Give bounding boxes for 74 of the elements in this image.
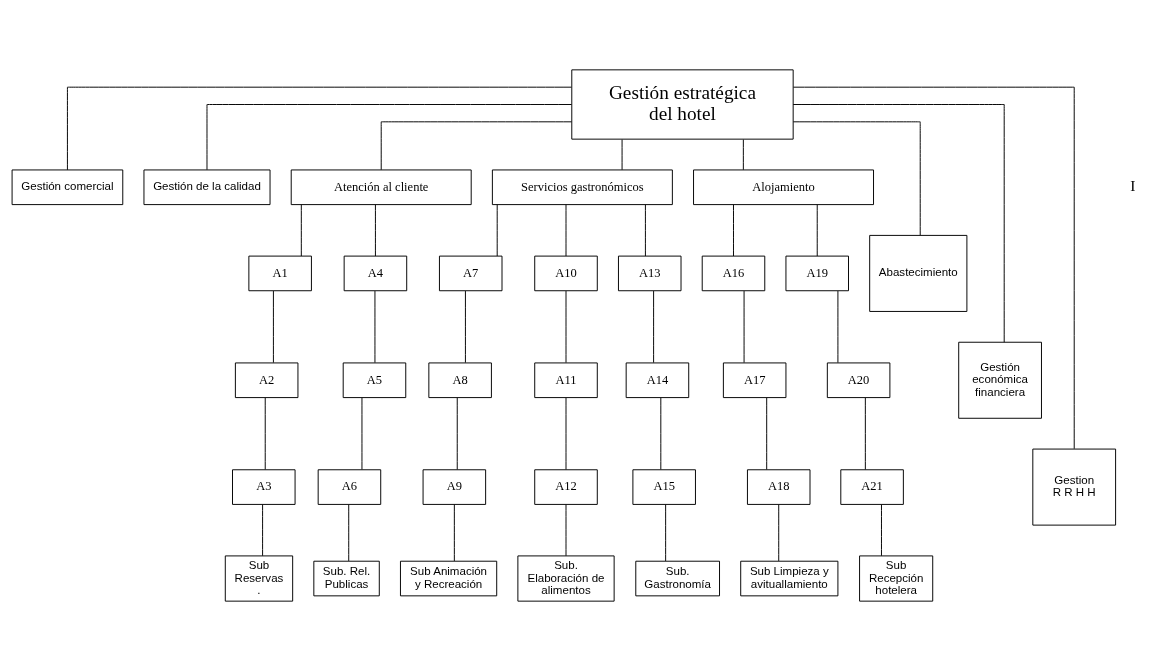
node-box: A12 xyxy=(534,468,598,505)
node-box: A11 xyxy=(534,361,598,398)
node-box: A7 xyxy=(438,255,503,291)
node-box: A14 xyxy=(625,361,690,398)
connector xyxy=(864,396,866,470)
node-box: Gestión estratégica del hotel xyxy=(571,68,794,140)
node-box: Sub Recepción hotelera xyxy=(859,554,934,602)
connector xyxy=(881,503,882,556)
connector xyxy=(733,203,734,256)
connector xyxy=(496,203,498,256)
connector xyxy=(644,203,646,256)
node-box: A10 xyxy=(534,255,598,291)
node-box: Sub Reservas . xyxy=(224,554,294,602)
connector xyxy=(264,396,266,470)
connector xyxy=(206,103,573,170)
node-box: Sub. Elaboración de alimentos xyxy=(517,554,615,602)
node-box: A6 xyxy=(317,468,382,505)
node-box: Abastecimiento xyxy=(869,234,968,312)
connector xyxy=(792,103,1005,343)
node-box: Sub Animación y Recreación xyxy=(399,560,498,596)
connector xyxy=(792,86,1075,449)
connector xyxy=(300,203,302,256)
connector xyxy=(361,396,363,470)
connector xyxy=(272,290,274,363)
connector xyxy=(653,290,655,363)
node-box: Servicios gastronómicos xyxy=(491,168,673,205)
connector xyxy=(565,203,567,256)
connector xyxy=(837,290,839,363)
connector xyxy=(565,290,567,363)
node-box: A17 xyxy=(722,361,787,398)
node-box: A20 xyxy=(826,361,891,398)
connector xyxy=(66,86,572,170)
label: I xyxy=(1130,176,1136,194)
connector xyxy=(262,503,264,556)
connector xyxy=(665,503,667,561)
node-box: Gestión comercial xyxy=(11,168,124,205)
connector xyxy=(660,396,662,470)
node-box: Gestión de la calidad xyxy=(143,168,271,205)
node-box: A18 xyxy=(746,468,811,505)
connector xyxy=(380,120,573,170)
node-box: Atención al cliente xyxy=(290,168,472,205)
node-box: Sub. Gastronomía xyxy=(635,560,720,596)
node-box: Sub. Rel. Publicas xyxy=(313,560,380,596)
connector xyxy=(766,396,768,470)
connector xyxy=(456,396,458,470)
connector xyxy=(816,203,818,256)
node-box: A19 xyxy=(785,255,849,291)
node-box: A16 xyxy=(701,255,766,291)
node-box: A13 xyxy=(618,255,682,291)
node-box: A9 xyxy=(422,468,487,505)
node-box: A8 xyxy=(428,361,492,398)
connector xyxy=(348,503,350,561)
node-box: Gestión económica financiera xyxy=(958,341,1042,419)
connector xyxy=(374,290,376,363)
node-box: A15 xyxy=(632,468,696,505)
connector xyxy=(453,503,455,561)
node-box: Gestion R R H H xyxy=(1032,448,1117,526)
node-box: A2 xyxy=(234,361,299,398)
connector xyxy=(374,203,376,256)
node-box: A3 xyxy=(232,468,296,505)
node-box: Sub Limpieza y avituallamiento xyxy=(740,560,839,596)
node-box: A5 xyxy=(342,361,407,398)
connector xyxy=(742,138,744,170)
connector xyxy=(792,120,921,236)
connector xyxy=(565,503,567,556)
connector xyxy=(743,290,745,363)
node-box: A4 xyxy=(343,255,408,291)
connector xyxy=(778,503,780,561)
node-box: A21 xyxy=(840,468,904,505)
node-box: Alojamiento xyxy=(693,168,874,205)
connector xyxy=(464,290,466,363)
node-box: A1 xyxy=(248,255,312,291)
connector xyxy=(565,396,567,470)
connector xyxy=(621,138,623,170)
